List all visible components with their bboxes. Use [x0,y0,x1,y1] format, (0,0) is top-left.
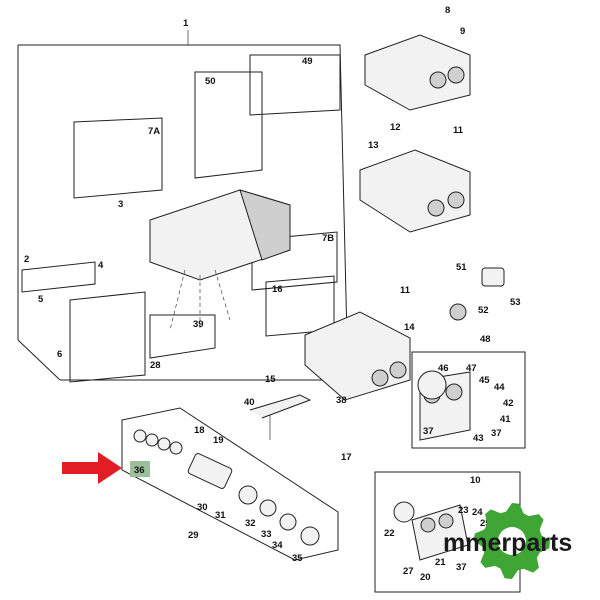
spool-assembly-29 [187,453,320,546]
callout-28: 28 [150,360,161,371]
callout-11a: 11 [453,125,464,136]
callout-1: 1 [183,18,189,29]
callout-39: 39 [193,319,204,330]
frame-sub-29 [121,407,339,561]
sensor-51-53 [449,267,505,321]
callout-7b: 7B [322,233,334,244]
callout-23: 23 [458,505,469,516]
callout-3: 3 [118,199,123,210]
callout-27: 27 [403,566,414,577]
callout-37c: 37 [456,562,467,573]
callout-34: 34 [272,540,283,551]
callout-52: 52 [478,305,489,316]
gear-icon [474,503,550,579]
callout-31: 31 [215,510,226,521]
callout-9: 9 [460,26,465,37]
highlight-callout-36: 36 [130,461,150,477]
callout-11b: 11 [400,285,411,296]
callout-19: 19 [213,435,224,446]
callout-18: 18 [194,425,205,436]
callout-14: 14 [404,322,415,333]
callout-8: 8 [445,5,450,16]
callout-12: 12 [390,122,401,133]
callout-30: 30 [197,502,208,513]
callout-16: 16 [272,284,283,295]
callout-36: 36 [134,465,145,476]
frame-sub-2 [21,261,96,293]
frame-main-assembly [17,30,349,381]
frame-sub-50 [194,71,263,179]
cover-plate-48 [417,370,471,441]
frame-sub-7a [73,117,163,199]
callout-38: 38 [336,395,347,406]
callout-6: 6 [57,349,62,360]
callout-29: 29 [188,530,199,541]
frame-sub-48 [411,351,526,449]
callout-22: 22 [384,528,395,539]
callout-10: 10 [470,475,481,486]
callout-44: 44 [494,382,505,393]
callout-32: 32 [245,518,256,529]
valve-housing-main [149,189,291,331]
callout-51: 51 [456,262,467,273]
callout-37a: 37 [423,426,434,437]
callout-24: 24 [472,507,483,518]
callout-13: 13 [368,140,379,151]
lever-15 [249,394,312,440]
brand-logo: mmerparts [443,503,572,579]
callout-15: 15 [265,374,276,385]
callout-33: 33 [261,529,272,540]
callout-20: 20 [420,572,431,583]
valve-section-9 [364,34,471,111]
callout-41: 41 [500,414,511,425]
callout-2: 2 [24,254,29,265]
callout-53: 53 [510,297,521,308]
callout-45: 45 [479,375,490,386]
frame-sub-7b [251,231,338,291]
valve-section-13 [359,149,471,233]
callout-49: 49 [302,56,313,67]
callout-37b: 37 [491,428,502,439]
pointer-arrow [62,452,122,484]
frame-sub-28 [149,314,216,359]
callout-21: 21 [435,557,446,568]
frame-sub-10 [374,471,521,593]
frame-sub-49 [249,54,341,116]
callout-7a: 7A [148,126,160,137]
seal-rings-36 [133,429,183,455]
callout-5: 5 [38,294,44,305]
callout-17: 17 [341,452,352,463]
callout-25: 25 [480,518,491,529]
frame-sub-6 [69,291,146,383]
callout-50: 50 [205,76,216,87]
cover-plate-10 [393,501,469,561]
callout-35: 35 [292,553,303,564]
callout-4: 4 [98,260,104,271]
valve-section-14 [304,311,411,401]
callout-46: 46 [438,363,449,374]
callout-labels: 1 2 3 4 5 6 7A 7B 8 9 10 11 11 12 13 14 … [24,5,521,583]
logo-text: mmerparts [443,529,572,557]
callout-40: 40 [244,397,255,408]
callout-42: 42 [503,398,514,409]
callout-47: 47 [466,363,477,374]
callout-48: 48 [480,334,491,345]
callout-43: 43 [473,433,484,444]
